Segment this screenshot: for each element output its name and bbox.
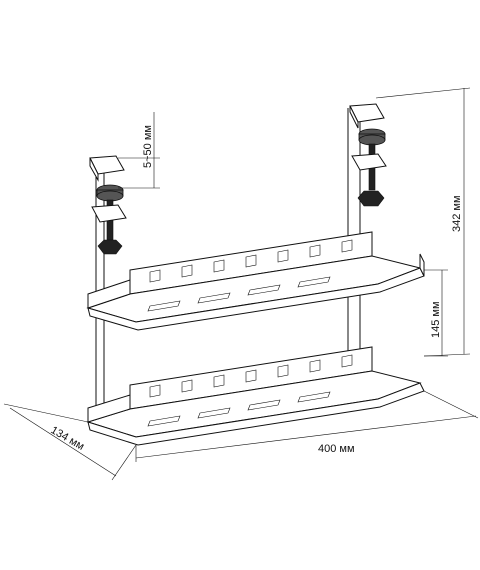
dim-clamp-range-label: 5~50 мм [142,125,154,168]
lower-tray [86,346,425,446]
dim-total-height-label: 342 мм [451,195,463,232]
dim-width: 400 мм [135,390,479,462]
left-clamp [89,155,127,420]
dim-tray-spacing: 145 мм [424,269,448,357]
dim-depth-label: 134 мм [49,424,87,453]
dim-tray-spacing-label: 145 мм [430,301,442,338]
dim-clamp-range: 5~50 мм [118,112,160,189]
dim-width-label: 400 мм [318,443,355,455]
upper-tray [86,231,425,331]
dim-total-height: 342 мм [375,87,471,357]
